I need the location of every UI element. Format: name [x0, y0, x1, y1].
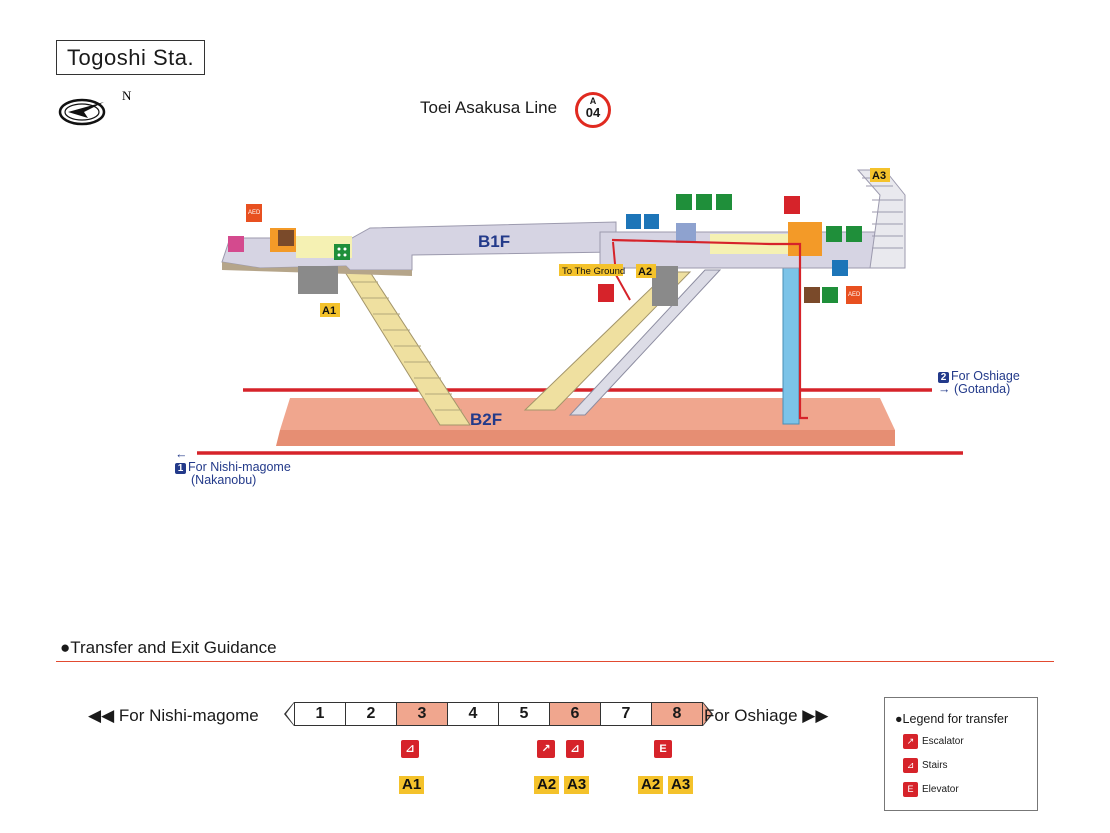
direction-oshiage-sub: (Gotanda)	[953, 382, 1011, 396]
car-5: 5	[499, 702, 550, 726]
legend-item-stairs: ⊿ Stairs	[903, 758, 948, 774]
station-office	[788, 222, 822, 256]
exit-a1-label: A1	[322, 305, 336, 317]
exit-a3-label: A3	[872, 170, 886, 182]
car-3: 3	[397, 702, 448, 726]
direction-nishi-magome-text: For Nishi-magome	[188, 460, 291, 474]
to-ground-label: To The Ground	[562, 266, 625, 277]
direction-nishi-magome-arrow: ←	[175, 447, 188, 461]
elevator-icon: E	[654, 740, 672, 758]
info-icon	[626, 214, 659, 229]
exit-a2-label: A2	[638, 266, 652, 278]
direction-nishi-magome-sub: (Nakanobu)	[191, 473, 257, 487]
elevator-icon	[598, 196, 800, 302]
guidance-divider	[56, 661, 1054, 662]
compass-icon: N	[58, 88, 132, 126]
stairs-icon: ⊿	[903, 758, 918, 773]
legend-elevator-label: Elevator	[922, 784, 959, 796]
stairs-a2-mid	[523, 271, 692, 411]
exit-a2-tag	[636, 264, 656, 278]
direction-oshiage-number: 2	[938, 372, 949, 383]
stairs-icon: ⊿	[401, 740, 419, 758]
car6-exit-a3: A3	[564, 776, 590, 794]
ticket-office-icon	[804, 287, 820, 303]
elevator-icon: E	[903, 782, 918, 797]
line-badge-letter: A	[589, 96, 597, 106]
legend-escalator-label: Escalator	[922, 736, 964, 748]
car-strip-left-cap	[284, 702, 294, 726]
floor-label-b2f: B2F	[470, 410, 502, 429]
guidance-right-label: For Oshiage ▶▶	[704, 706, 829, 725]
direction-oshiage-arrow: →	[938, 382, 951, 396]
aed-icon: AED	[846, 286, 862, 304]
direction-nishi-magome-number: 1	[175, 463, 186, 474]
to-ground-tag	[559, 264, 623, 276]
car8-exit-a2: A2	[638, 776, 664, 794]
coin-locker-icon	[822, 287, 838, 303]
car6-exit-a2: A2	[534, 776, 560, 794]
car8-exit-a3: A3	[668, 776, 694, 794]
legend: ●Legend for transfer ↗Escalator ⊿Stairs …	[884, 697, 1038, 811]
car-4: 4	[448, 702, 499, 726]
line-badge: A 04	[575, 92, 611, 128]
svg-text:AED: AED	[248, 210, 261, 216]
line-title: Toei Asakusa Line	[420, 98, 558, 117]
car-2: 2	[346, 702, 397, 726]
escalator-a2	[568, 269, 722, 416]
guidance-heading: ●Transfer and Exit Guidance	[60, 638, 277, 657]
floor-label-b1f: B1F	[478, 232, 510, 251]
ticket-office-icon	[278, 230, 294, 246]
guidance-left-label: ◀◀ For Nishi-magome	[88, 706, 259, 725]
legend-item-elevator: E Elevator	[903, 782, 959, 798]
exit-a3-tag	[870, 168, 890, 182]
coin-locker-icon	[334, 244, 350, 260]
accessible-icon	[676, 194, 732, 210]
wall-a2	[652, 266, 678, 306]
car-6: 6	[550, 702, 601, 726]
route-elevator	[611, 238, 808, 420]
line-badge-number: 04	[585, 105, 601, 120]
compass-north-label: N	[122, 88, 132, 103]
legend-stairs-label: Stairs	[922, 760, 948, 772]
car-strip-right-cap	[703, 702, 713, 726]
restroom-icon	[826, 226, 862, 242]
car-1: 1	[294, 702, 346, 726]
fare-adjustment-icon	[228, 236, 244, 252]
car3-exit-a1: A1	[399, 776, 425, 794]
stairs-icon: ⊿	[566, 740, 584, 758]
legend-title: ●Legend for transfer	[895, 712, 1009, 726]
b2f-platform-front	[276, 430, 895, 446]
wall-a1	[298, 266, 338, 294]
station-name: Togoshi Sta.	[56, 40, 206, 75]
phone-icon	[832, 260, 848, 276]
car-strip: 1 2 3 4 5 6 7 8	[284, 702, 713, 726]
escalator-icon: ↗	[903, 734, 918, 749]
booth	[676, 223, 696, 243]
direction-oshiage-text: For Oshiage	[951, 369, 1020, 383]
aed-icon: AED	[246, 204, 262, 222]
svg-text:AED: AED	[848, 292, 861, 298]
car-8: 8	[652, 702, 703, 726]
exit-a1-tag	[320, 303, 340, 317]
legend-item-escalator: ↗ Escalator	[903, 734, 964, 750]
escalator-icon: ↗	[537, 740, 555, 758]
car-7: 7	[601, 702, 652, 726]
